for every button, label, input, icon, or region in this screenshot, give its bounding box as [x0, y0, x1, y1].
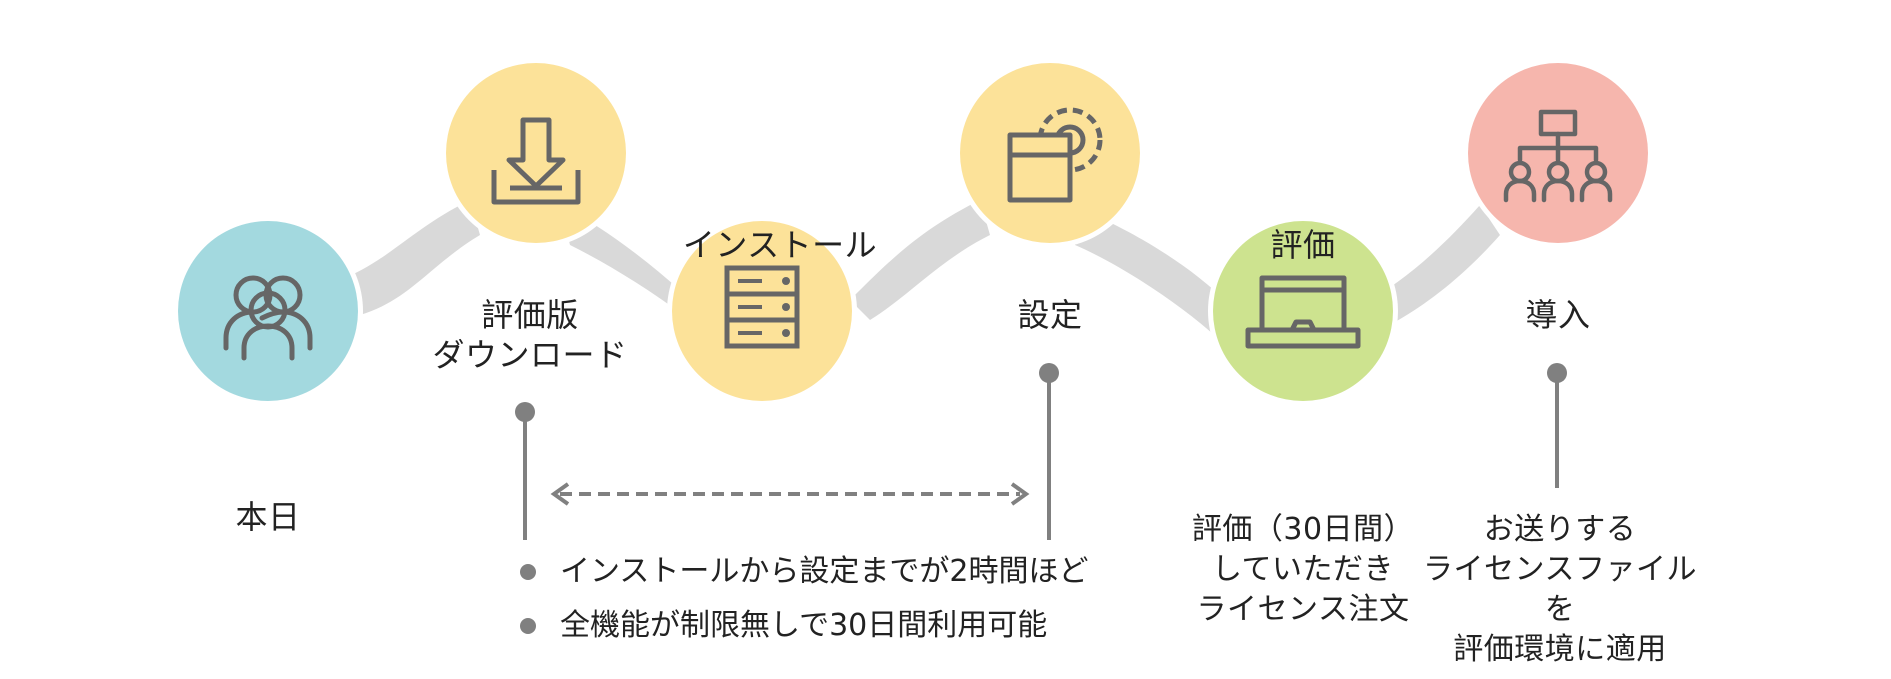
note-deploy: お送りする ライセンスファイルを 評価環境に適用 [1423, 512, 1697, 667]
gear-window-icon [1007, 107, 1103, 203]
duration-arrow [550, 482, 1030, 506]
bullet-item: 全機能が制限無しで30日間利用可能 [560, 608, 1048, 643]
pin-setup [1039, 363, 1059, 540]
download-icon [491, 117, 581, 205]
org-chart-icon [1503, 109, 1613, 203]
note-evaluate: 評価（30日間） していただき ライセンス注文 [1191, 512, 1415, 627]
step-circle-download [441, 58, 631, 248]
people-icon [223, 275, 313, 361]
server-icon [724, 265, 800, 349]
step-circle-deploy [1463, 58, 1653, 248]
step-circle-evaluate [1208, 216, 1398, 406]
pin-deploy [1547, 363, 1567, 488]
step-label-evaluate: 評価 [1270, 226, 1336, 264]
step-label-download: 評価版 ダウンロード [432, 296, 628, 374]
bullet-item: インストールから設定までが2時間ほど [560, 554, 1089, 589]
step-label-deploy: 導入 [1525, 296, 1591, 334]
connector-ribbon [340, 200, 1500, 340]
step-circle-today [173, 216, 363, 406]
step-label-today: 本日 [235, 498, 301, 536]
step-label-install: インストール [682, 226, 878, 264]
step-label-setup: 設定 [1017, 296, 1083, 334]
bullet-dot [520, 618, 536, 634]
bullet-dot [520, 564, 536, 580]
step-circle-install [667, 216, 857, 406]
pin-download [515, 402, 535, 540]
laptop-icon [1245, 275, 1361, 349]
step-circle-setup [955, 58, 1145, 248]
